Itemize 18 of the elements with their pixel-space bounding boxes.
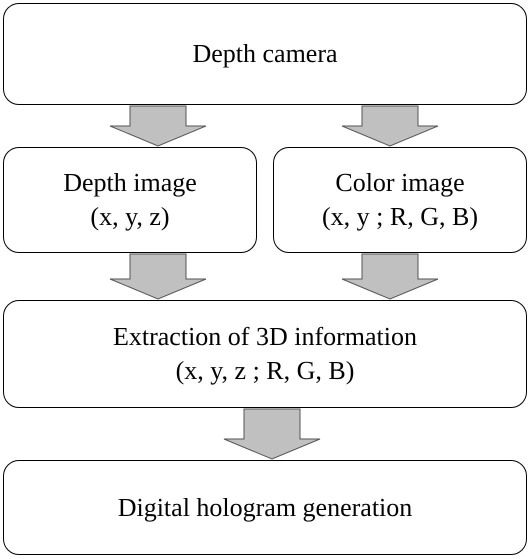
box-title: Depth camera: [192, 38, 338, 70]
process-box: [3, 3, 527, 105]
box-subtitle: (x, y, z): [90, 201, 170, 233]
box-title: Color image: [335, 167, 465, 200]
block-arrow: [224, 408, 320, 460]
process-box: [273, 147, 527, 253]
process-box: [3, 460, 527, 555]
box-title: Depth image: [63, 167, 197, 200]
block-arrow: [342, 254, 438, 300]
box-subtitle: (x, y, z ; R, G, B): [176, 355, 354, 387]
box-title: Digital hologram generation: [118, 492, 412, 524]
box-title: Extraction of 3D information: [113, 321, 417, 354]
process-box: [3, 300, 527, 408]
block-arrow: [110, 106, 206, 147]
block-arrow: [342, 106, 438, 147]
box-subtitle: (x, y ; R, G, B): [322, 201, 478, 233]
block-arrow: [110, 254, 206, 300]
process-box: [3, 147, 257, 253]
